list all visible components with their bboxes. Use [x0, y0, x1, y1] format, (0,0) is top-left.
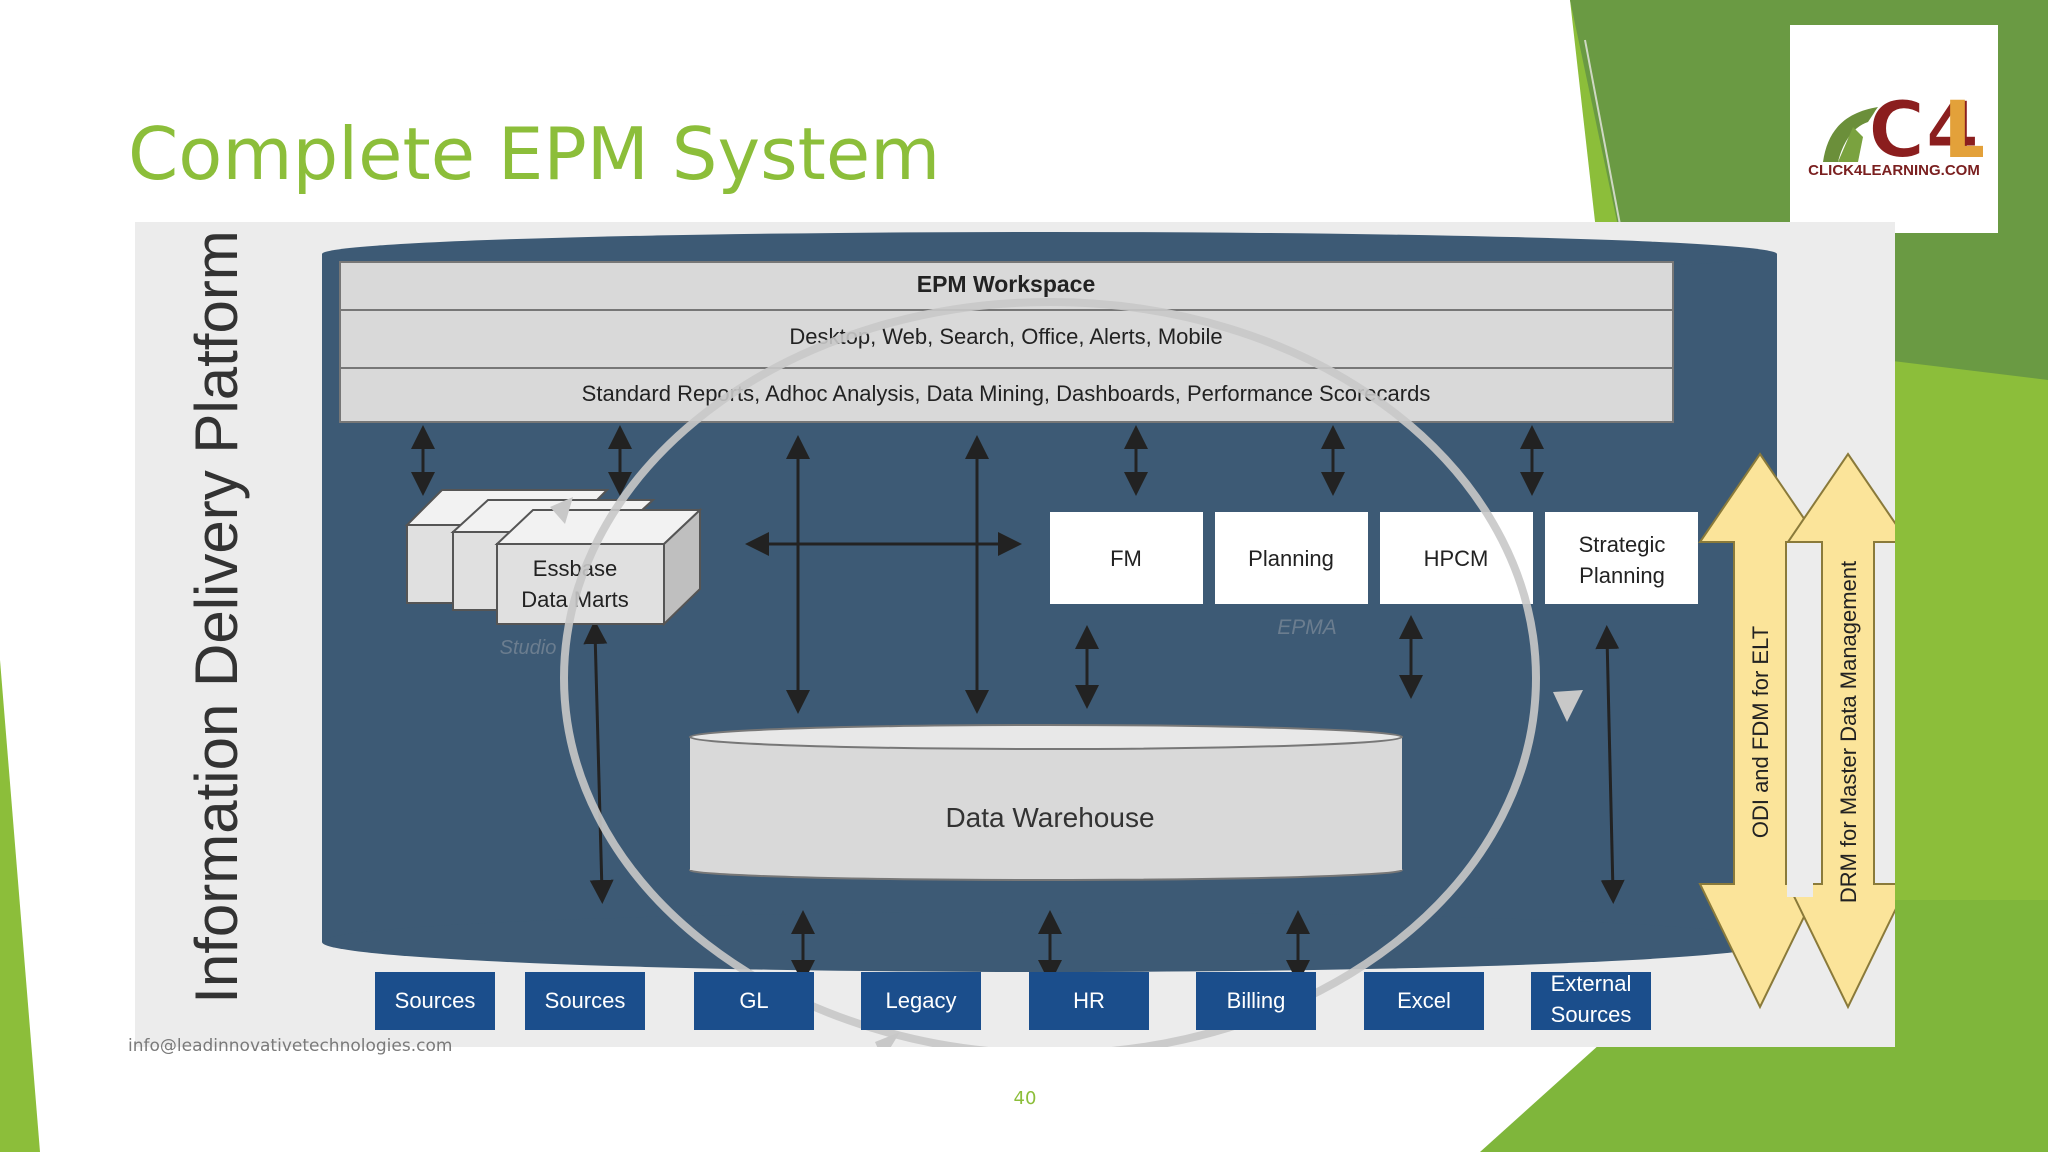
- source-label-external-2: Sources: [1551, 1002, 1632, 1027]
- source-label-excel: Excel: [1397, 988, 1451, 1013]
- click4learning-logo-mark: C4 L: [1823, 85, 1983, 177]
- epma-caption: EPMA: [1277, 616, 1337, 639]
- svg-text:C4: C4: [1868, 86, 1980, 176]
- odi-fdm-label: ODI and FDM for ELT: [1748, 626, 1773, 838]
- side-label-information-delivery-platform: Information Delivery Platform: [183, 230, 250, 1004]
- source-label-hr: HR: [1073, 988, 1105, 1013]
- app-boxes: FM Planning HPCM Strategic Planning EPMA: [1050, 512, 1698, 639]
- side-arrows: ODI and FDM for ELT DRM for Master Data …: [1698, 452, 1895, 1010]
- source-box-gl: [694, 972, 814, 1030]
- source-box-excel: [1364, 972, 1484, 1030]
- svg-text:L: L: [1943, 86, 1983, 176]
- source-box-billing: [1196, 972, 1316, 1030]
- workspace-analytics: Standard Reports, Adhoc Analysis, Data M…: [582, 381, 1431, 406]
- app-box-strategic-planning: [1545, 512, 1698, 604]
- source-label-2: Sources: [545, 988, 626, 1013]
- epm-workspace-block: EPM Workspace Desktop, Web, Search, Offi…: [339, 261, 1674, 423]
- source-box-hr: [1029, 972, 1149, 1030]
- app-label-strategic-planning: Strategic: [1579, 532, 1666, 557]
- app-label-fm: FM: [1110, 546, 1142, 571]
- logo: C4 L CLICK4LEARNING.COM: [1790, 25, 1998, 233]
- workspace-title: EPM Workspace: [917, 271, 1096, 297]
- source-boxes: Sources Sources GL Legacy HR Billing Exc…: [375, 971, 1651, 1030]
- source-label-external: External: [1551, 971, 1632, 996]
- source-label-1: Sources: [395, 988, 476, 1013]
- source-box-2: [525, 972, 645, 1030]
- footer-email: info@leadinnovativetechnologies.com: [128, 1036, 453, 1056]
- app-label-planning: Planning: [1248, 546, 1334, 571]
- green-shape-left: [0, 660, 40, 1152]
- data-warehouse-cylinder: Data Warehouse: [689, 724, 1403, 881]
- studio-caption: Studio: [500, 637, 557, 659]
- source-box-1: [375, 972, 495, 1030]
- drm-arrow: [1786, 452, 1895, 1010]
- source-box-external: [1531, 972, 1651, 1030]
- epm-diagram: Information Delivery Platform EPM Worksp…: [135, 222, 1895, 1047]
- source-label-billing: Billing: [1227, 988, 1286, 1013]
- source-label-gl: GL: [739, 988, 768, 1013]
- logo-site-text: CLICK4LEARNING.COM: [1808, 162, 1980, 179]
- slide-title: Complete EPM System: [128, 112, 941, 196]
- cycle-arrow: [550, 298, 1583, 1047]
- page-number: 40: [1013, 1088, 1037, 1109]
- essbase-label: Essbase: [533, 556, 617, 581]
- app-label-hpcm: HPCM: [1424, 546, 1489, 571]
- drm-label: DRM for Master Data Management: [1836, 561, 1861, 903]
- workspace-arrows: [411, 425, 1625, 984]
- data-warehouse-label: Data Warehouse: [945, 802, 1154, 833]
- app-label-strategic-planning-2: Planning: [1579, 563, 1665, 588]
- source-label-legacy: Legacy: [886, 988, 957, 1013]
- source-box-legacy: [861, 972, 981, 1030]
- app-box-fm: [1050, 512, 1203, 604]
- app-box-planning: [1215, 512, 1368, 604]
